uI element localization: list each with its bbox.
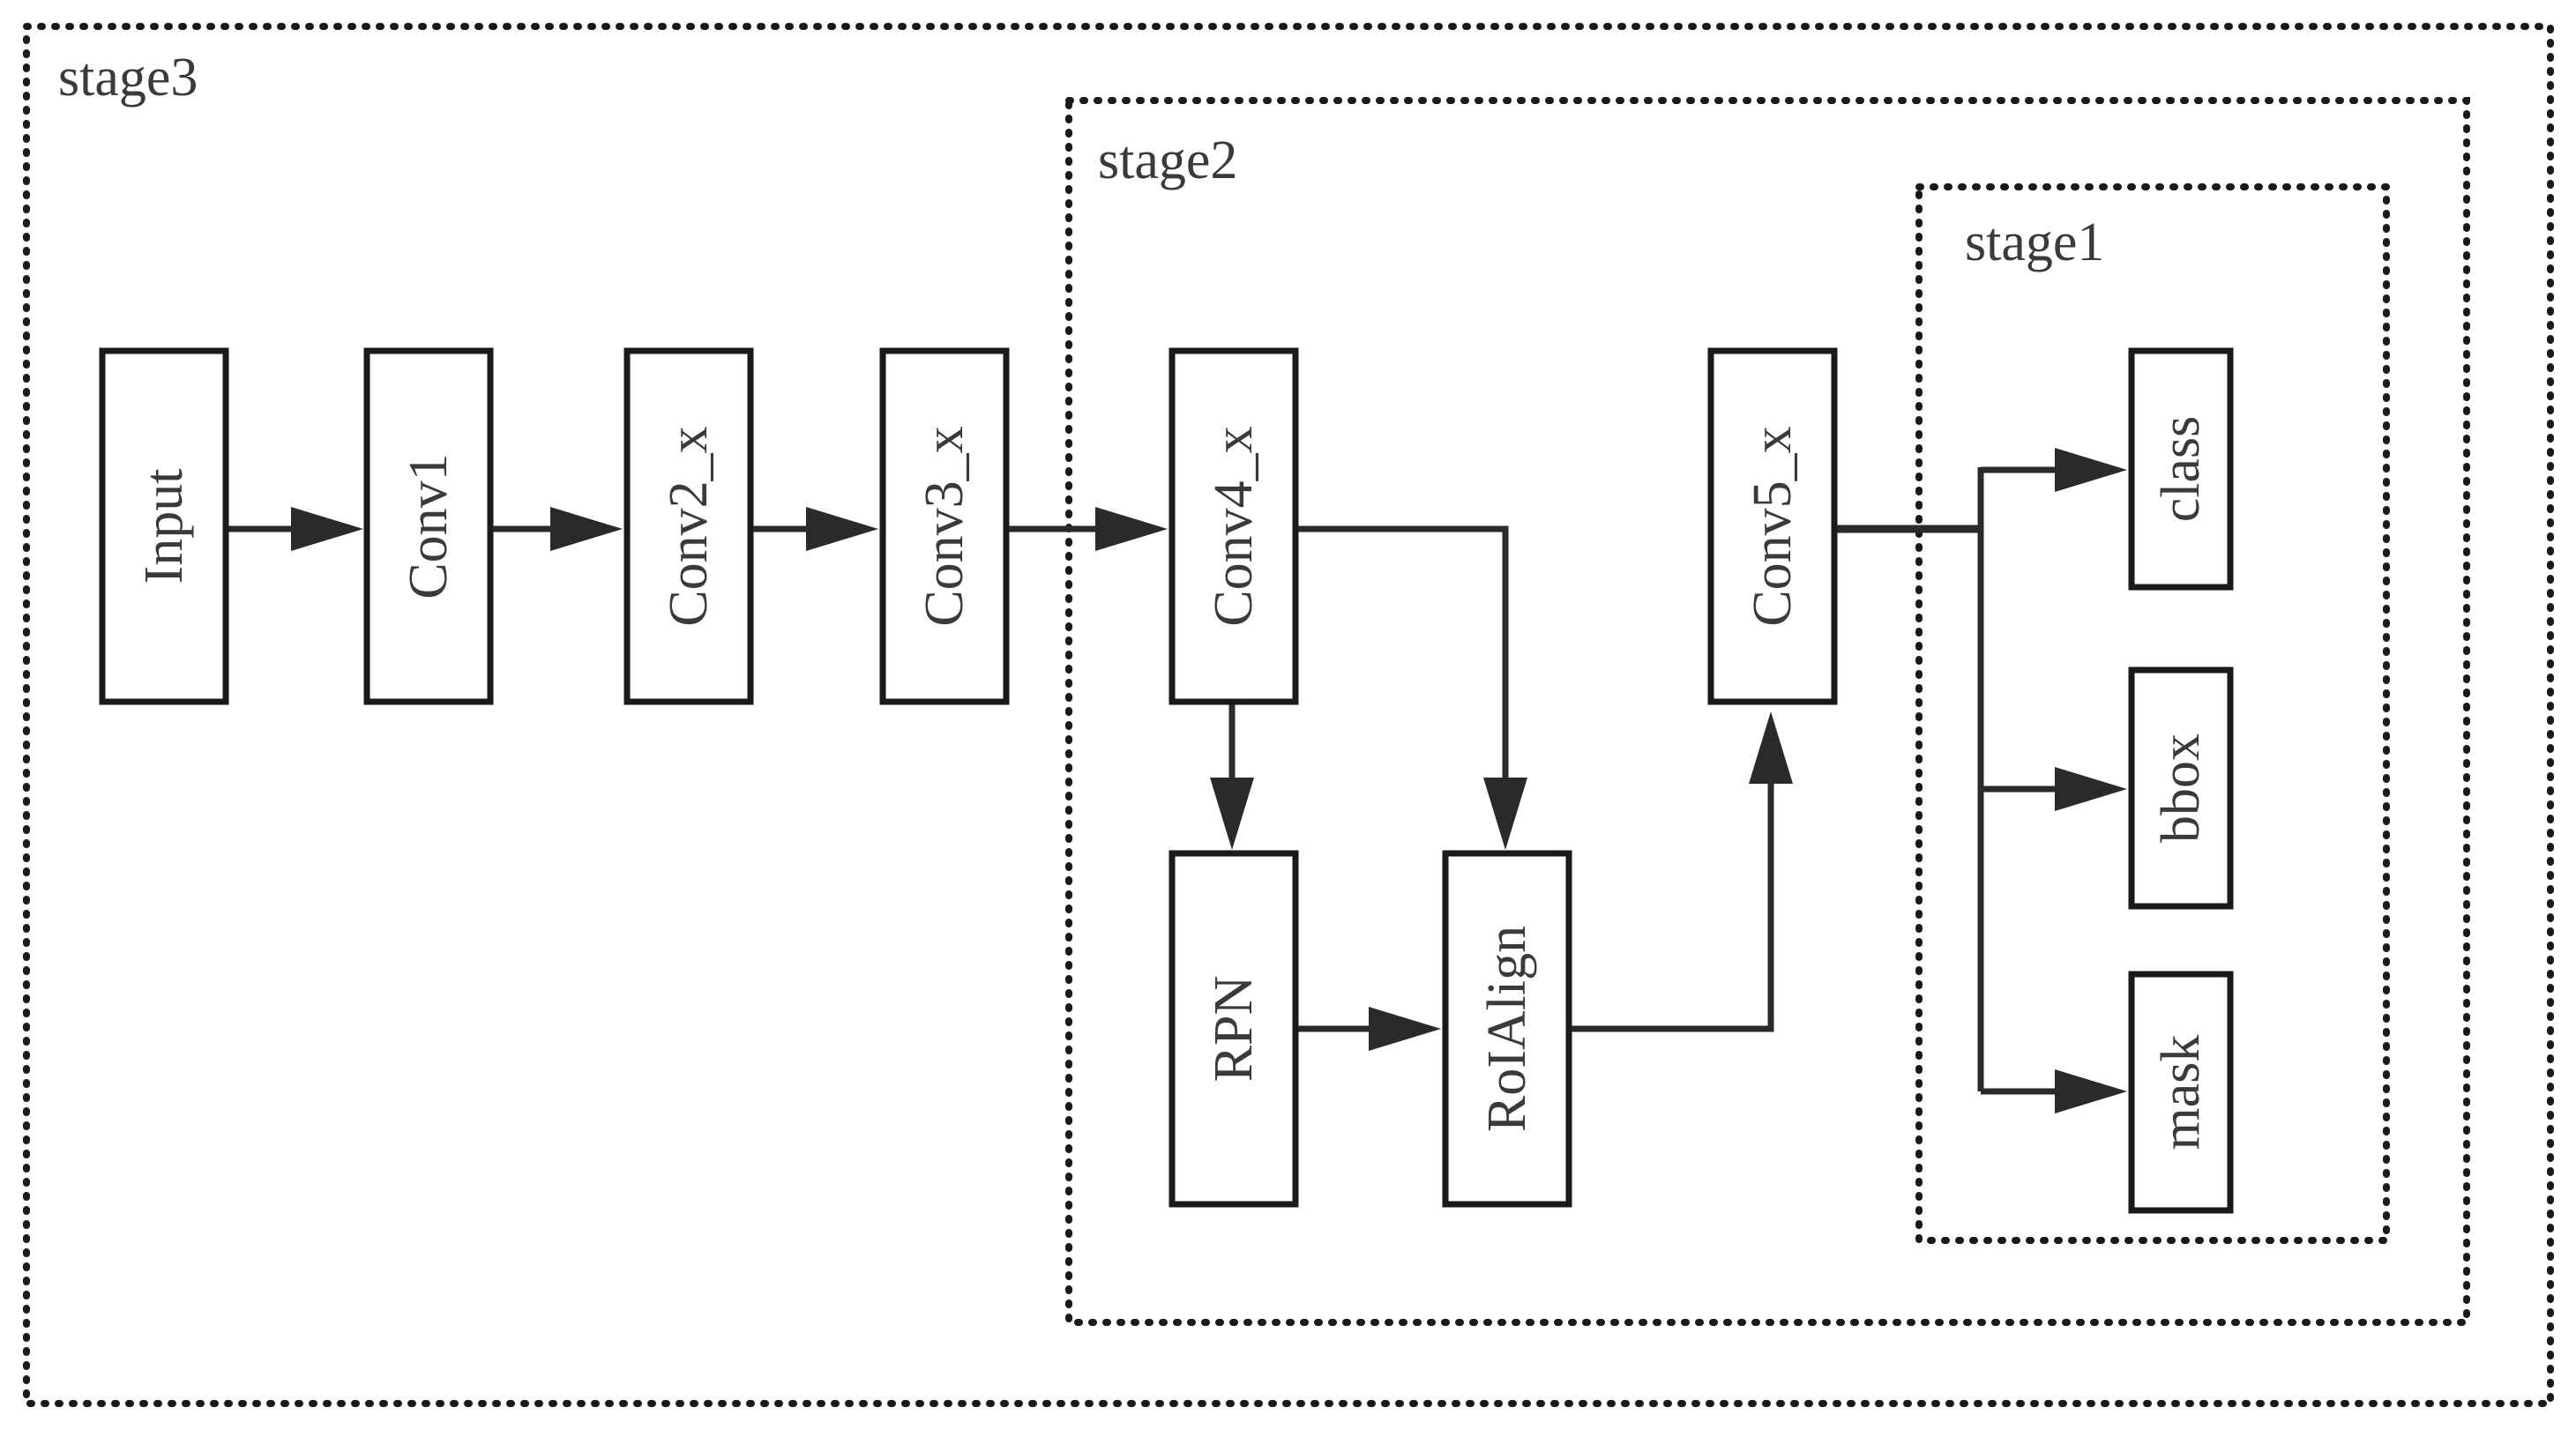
- node-roialign: RoIAlign: [1442, 850, 1572, 1208]
- node-conv1: Conv1: [363, 347, 494, 705]
- node-class: class: [2128, 347, 2234, 591]
- stage1-label: stage1: [1965, 212, 2104, 272]
- node-conv1-label: Conv1: [399, 453, 459, 599]
- nodes: Input Conv1 Conv2_x Conv3_x Conv4_x Conv…: [99, 347, 2234, 1214]
- node-mask-label: mask: [2151, 1035, 2211, 1150]
- arrowhead-roialign-top: [1483, 778, 1527, 850]
- arrowhead-class: [2055, 448, 2127, 492]
- stage1-box: [1915, 183, 2390, 1244]
- arrowhead-roialign-left: [1369, 1007, 1441, 1051]
- arrowhead-bbox: [2055, 767, 2127, 811]
- edge-roialign-conv5: [1569, 767, 1774, 1032]
- arrowhead-conv3: [806, 507, 878, 551]
- node-roialign-label: RoIAlign: [1477, 926, 1537, 1132]
- arrowhead-conv2: [550, 507, 623, 551]
- node-conv3: Conv3_x: [879, 347, 1010, 705]
- edge-conv4-roialign: [1295, 525, 1509, 798]
- stage3-box: [23, 23, 2554, 1407]
- node-rpn: RPN: [1169, 850, 1299, 1208]
- node-conv4: Conv4_x: [1169, 347, 1299, 705]
- node-conv5-label: Conv5_x: [1743, 426, 1803, 626]
- stage2-label: stage2: [1098, 130, 1237, 190]
- node-conv2-label: Conv2_x: [659, 426, 719, 626]
- arrowhead-mask: [2055, 1069, 2127, 1113]
- node-rpn-label: RPN: [1204, 976, 1264, 1083]
- stage2-box: [1065, 97, 2470, 1326]
- stage3-label: stage3: [58, 48, 198, 108]
- node-input-label: Input: [134, 469, 194, 584]
- stage1-group: stage1: [1915, 183, 2390, 1244]
- arrowhead-conv4: [1095, 507, 1168, 551]
- node-conv3-label: Conv3_x: [915, 426, 974, 626]
- node-conv2: Conv2_x: [623, 347, 754, 705]
- node-class-label: class: [2151, 416, 2211, 523]
- node-bbox-label: bbox: [2151, 733, 2211, 843]
- node-conv4-label: Conv4_x: [1204, 426, 1264, 626]
- arrowhead-conv1: [291, 507, 363, 551]
- edges: [226, 448, 2127, 1113]
- arrowhead-conv5: [1749, 711, 1793, 784]
- node-conv5: Conv5_x: [1707, 347, 1838, 705]
- node-mask: mask: [2128, 971, 2234, 1214]
- node-input: Input: [99, 347, 229, 705]
- stage3-group: stage3: [23, 23, 2554, 1407]
- stage2-group: stage2: [1065, 97, 2470, 1326]
- node-bbox: bbox: [2128, 666, 2234, 910]
- arrowhead-rpn: [1210, 778, 1254, 850]
